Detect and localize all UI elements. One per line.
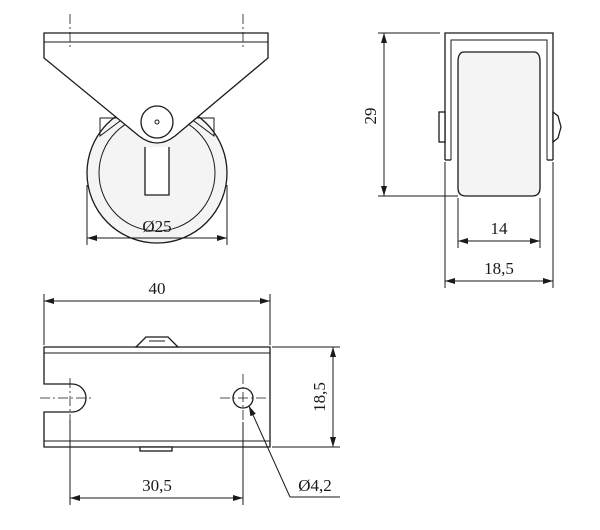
dim-wheel-diameter: Ø25 xyxy=(142,217,171,236)
bracket-u-outer xyxy=(444,32,554,160)
leader-hole-diameter xyxy=(248,405,291,498)
axle-head-right xyxy=(552,110,562,144)
wheel-spoke-left xyxy=(99,117,126,137)
axle-foot-bottom xyxy=(139,446,173,452)
dim-total-width: 18,5 xyxy=(484,259,514,278)
axle-head-left xyxy=(438,111,446,143)
axle-outer xyxy=(140,105,174,139)
bracket-plate xyxy=(43,32,269,144)
side-view: 29 14 18,5 xyxy=(361,32,562,288)
dim-height: 29 xyxy=(361,108,380,125)
wheel-spoke-bottom xyxy=(144,147,170,196)
wheel-side xyxy=(457,51,541,197)
top-view: 40 18,5 30,5 Ø4,2 xyxy=(40,279,340,505)
front-view: Ø25 xyxy=(43,14,269,245)
plate-outline xyxy=(43,346,271,448)
axle-center xyxy=(154,119,160,125)
bracket-u-inner xyxy=(450,39,548,160)
dim-plate-width: 18,5 xyxy=(310,382,329,412)
axle-head-top xyxy=(134,336,180,348)
dim-hole-diameter: Ø4,2 xyxy=(298,476,332,495)
wheel-spoke-right xyxy=(188,117,215,137)
dim-hole-spacing: 30,5 xyxy=(142,476,172,495)
dim-wheel-width: 14 xyxy=(491,219,509,238)
dim-plate-length: 40 xyxy=(149,279,166,298)
